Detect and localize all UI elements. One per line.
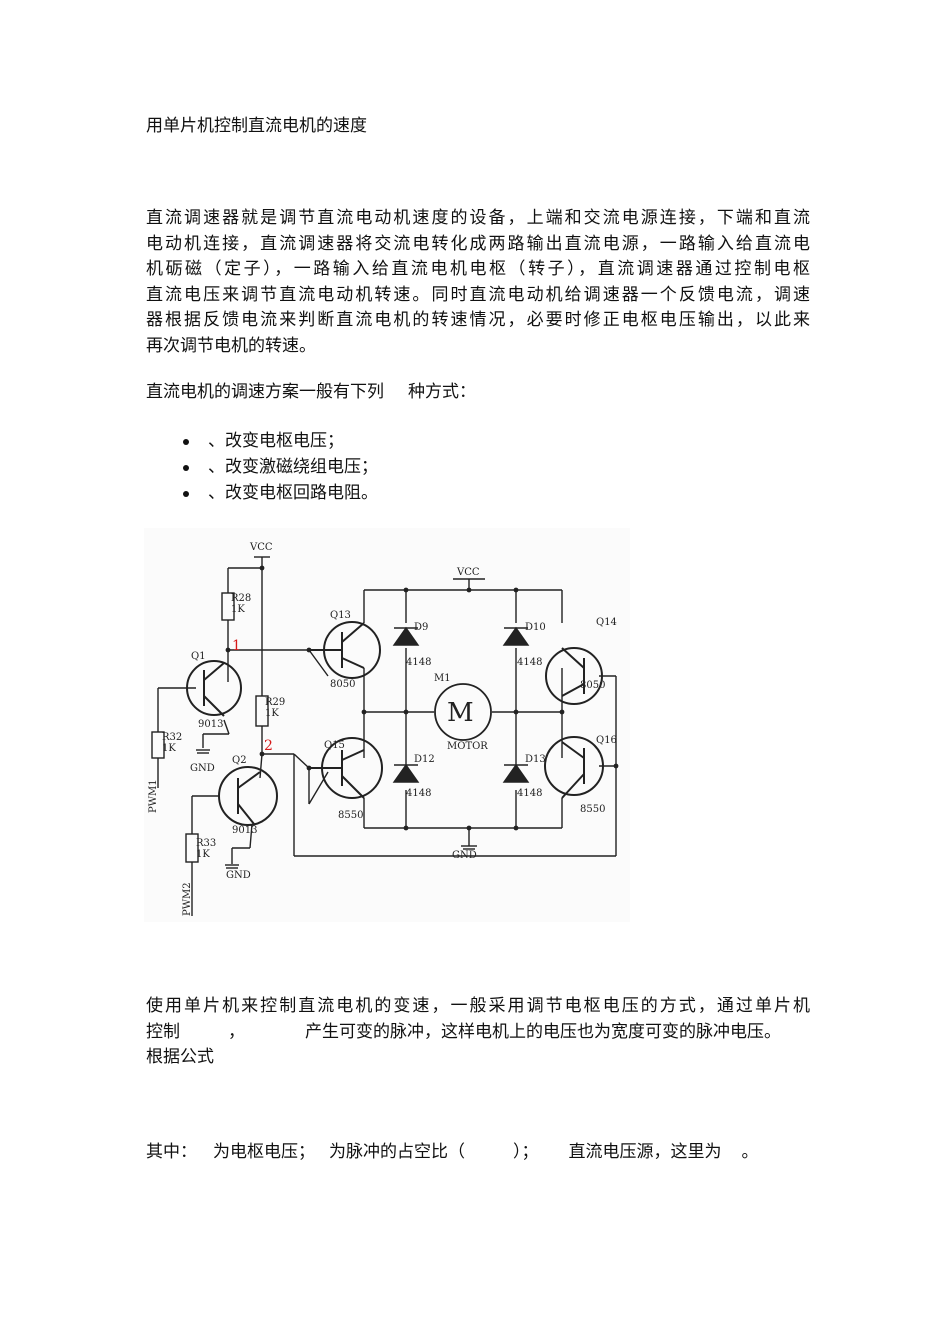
q14-symbol xyxy=(545,647,603,705)
d12-type: 4148 xyxy=(406,788,431,799)
gnd-label-q1: GND xyxy=(190,763,215,774)
q16-symbol xyxy=(544,736,604,796)
motor-symbol-letter: M xyxy=(447,698,474,728)
h-bridge-circuit-diagram: VCC VCC R28 1K R29 1K R32 1K R33 1K Q1 9… xyxy=(144,528,630,922)
vcc-label-left: VCC xyxy=(249,542,273,553)
methods-heading: 直流电机的调速方案一般有下列 种方式： xyxy=(146,380,476,406)
q2-label: Q2 xyxy=(232,755,247,766)
text-line: 控制 ， 产生可变的脉冲，这样电机上的电压也为宽度可变的脉冲电压。 xyxy=(146,1020,810,1046)
d13-type: 4148 xyxy=(517,788,542,799)
list-item: 、改变电枢电压； xyxy=(180,428,378,454)
d9-label: D9 xyxy=(414,622,428,633)
text-line: 再次调节电机的转速。 xyxy=(146,335,316,356)
where-line: 其中： 为电枢电压； 为脉冲的占空比（ ）； 直流电压源，这里为。 xyxy=(146,1140,759,1166)
bullet-icon xyxy=(183,439,189,445)
probe-mark-2: 2 xyxy=(264,738,273,754)
pwm2-label: PWM2 xyxy=(182,882,193,916)
d12-label: D12 xyxy=(414,754,435,765)
text-fragment: ）； xyxy=(513,1142,539,1162)
motor-symbol xyxy=(434,683,492,741)
q1-type: 9013 xyxy=(198,719,223,730)
text-line: 直流电压来调节直流电动机转速。同时直流电动机给调速器一个反馈电流，调速 xyxy=(146,284,810,305)
r32-label: R32 xyxy=(162,732,182,743)
list-item-text: 、改变激磁绕组电压； xyxy=(208,457,378,477)
r28-label: R28 xyxy=(231,593,251,604)
r29-value: 1K xyxy=(265,708,279,719)
motor-label: MOTOR xyxy=(447,741,488,752)
text-fragment: 为电枢电压； xyxy=(213,1142,315,1162)
junction-dots xyxy=(225,565,619,831)
transistor-symbols xyxy=(186,621,604,826)
r33-label: R33 xyxy=(196,838,216,849)
probe-mark-1: 1 xyxy=(232,638,241,654)
q14-label: Q14 xyxy=(596,617,617,628)
bullet-icon xyxy=(183,491,189,497)
q16-label: Q16 xyxy=(596,735,617,746)
d10-label: D10 xyxy=(525,622,546,633)
page-title: 用单片机控制直流电机的速度 xyxy=(146,116,367,136)
r28-value: 1K xyxy=(231,604,245,615)
pwm-paragraph: 使用单片机来控制直流电机的变速，一般采用调节电枢电压的方式，通过单片机 控制 ， 产… xyxy=(146,994,810,1071)
gnd-label-q2: GND xyxy=(226,870,251,881)
text-line: 直流调速器就是调节直流电动机速度的设备，上端和交流电源连接，下端和直流 xyxy=(146,208,810,228)
methods-heading-end: 种方式： xyxy=(408,382,476,402)
text-line: 根据公式 xyxy=(146,1047,214,1067)
text-fragment: 控制 xyxy=(146,1021,180,1042)
bullet-icon xyxy=(183,465,189,471)
text-line: 使用单片机来控制直流电机的变速，一般采用调节电枢电压的方式，通过单片机 xyxy=(146,996,810,1016)
q2-type: 9013 xyxy=(232,825,257,836)
q15-label: Q15 xyxy=(324,740,345,751)
text-fragment: 产生可变的脉冲，这样电机上的电压也为宽度可变的脉冲电压。 xyxy=(305,1021,781,1042)
q2-symbol xyxy=(218,766,278,826)
d13-label: D13 xyxy=(525,754,546,765)
text-line: 电动机连接，直流调速器将交流电转化成两路输出直流电源，一路输入给直流电 xyxy=(146,233,810,254)
q1-symbol xyxy=(186,660,242,716)
q16-type: 8550 xyxy=(580,804,605,815)
text-fragment: 。 xyxy=(741,1142,759,1162)
d10-type: 4148 xyxy=(517,657,542,668)
text-fragment: 直流电压源，这里为 xyxy=(568,1142,722,1162)
m1-label: M1 xyxy=(434,673,451,684)
text-line: 机砺磁（定子），一路输入给直流电机电枢（转子），直流调速器通过控制电枢 xyxy=(146,259,810,279)
q14-type: 8050 xyxy=(580,680,605,691)
q13-label: Q13 xyxy=(330,610,351,621)
q15-type: 8550 xyxy=(338,810,363,821)
gnd-label-bridge: GND xyxy=(452,850,477,861)
text-line: 器根据反馈电流来判断直流电机的转速情况，必要时修正电枢电压输出，以此来 xyxy=(146,310,810,330)
list-item: 、改变激磁绕组电压； xyxy=(180,454,378,480)
vcc-label-right: VCC xyxy=(456,567,480,578)
text-fragment: 为脉冲的占空比（ xyxy=(329,1142,465,1162)
q1-label: Q1 xyxy=(191,651,206,662)
d9-type: 4148 xyxy=(406,657,431,668)
r32-value: 1K xyxy=(162,743,176,754)
r29-label: R29 xyxy=(265,697,285,708)
list-item-text: 、改变电枢回路电阻。 xyxy=(208,483,378,503)
text-fragment: ， xyxy=(228,1021,245,1042)
q13-type: 8050 xyxy=(330,679,355,690)
methods-list: 、改变电枢电压； 、改变激磁绕组电压； 、改变电枢回路电阻。 xyxy=(180,428,378,506)
pwm1-label: PWM1 xyxy=(148,779,159,813)
methods-heading-start: 直流电机的调速方案一般有下列 xyxy=(146,382,384,402)
list-item: 、改变电枢回路电阻。 xyxy=(180,480,378,506)
list-item-text: 、改变电枢电压； xyxy=(208,431,344,451)
intro-paragraph: 直流调速器就是调节直流电动机速度的设备，上端和交流电源连接，下端和直流 电动机连… xyxy=(146,206,810,359)
text-fragment: 其中： xyxy=(146,1142,197,1162)
r33-value: 1K xyxy=(196,849,210,860)
